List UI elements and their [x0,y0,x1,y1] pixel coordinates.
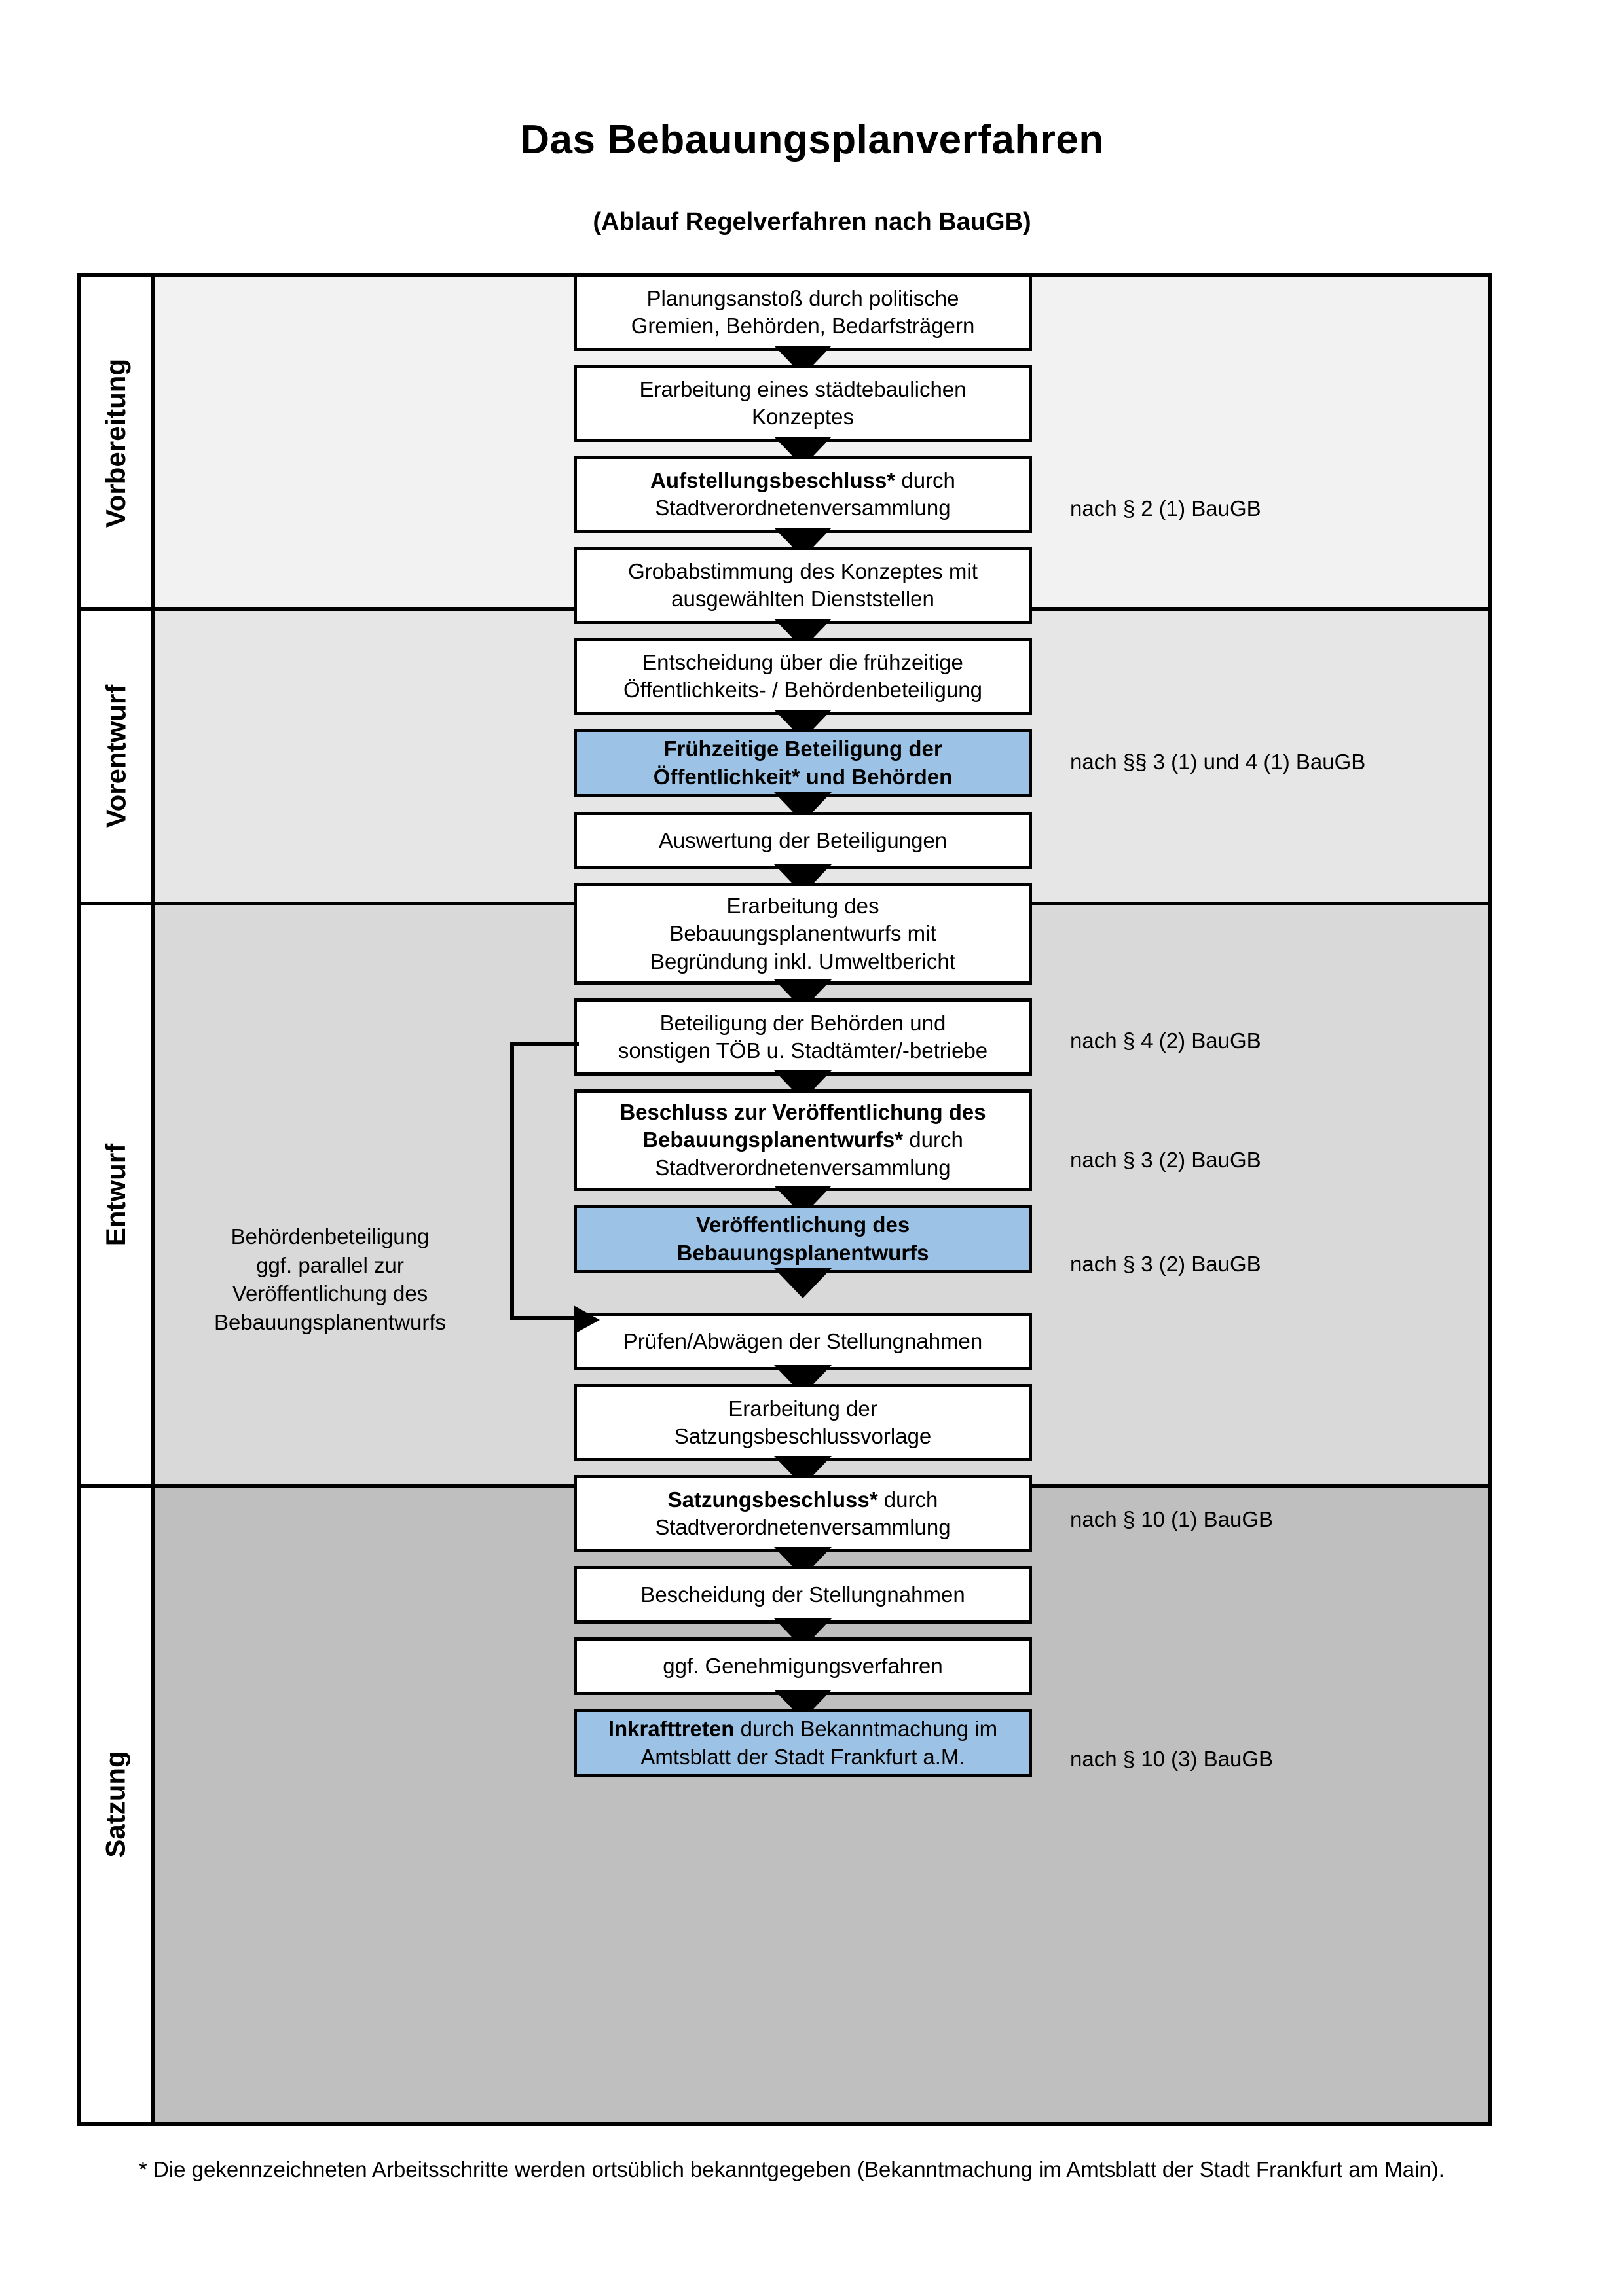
footnote-text: * Die gekennzeichneten Arbeitsschritte w… [139,2157,1445,2181]
process-step-7[interactable]: Auswertung der Beteiligungen [574,812,1032,869]
phase-label-text: Vorbereitung [100,358,132,528]
parallel-process-bracket [510,1042,579,1320]
process-step-label: ggf. Genehmigungsverfahren [663,1653,943,1678]
phase-label-satzung: Satzung [81,1486,155,2122]
process-step-label: Inkrafttreten durch Bekanntmachung im Am… [608,1717,998,1769]
process-step-label: Satzungsbeschluss* durch Stadtverordnete… [655,1487,951,1539]
phase-label-entwurf: Entwurf [81,903,155,1486]
process-step-15[interactable]: Bescheidung der Stellungnahmen [574,1566,1032,1624]
process-step-16[interactable]: ggf. Genehmigungsverfahren [574,1637,1032,1695]
process-step-14[interactable]: Satzungsbeschluss* durch Stadtverordnete… [574,1475,1032,1552]
process-step-label: Prüfen/Abwägen der Stellungnahmen [623,1328,983,1353]
process-step-label: Bescheidung der Stellungnahmen [640,1582,965,1607]
process-step-12[interactable]: Prüfen/Abwägen der Stellungnahmen [574,1313,1032,1370]
legal-reference-ref-2-1: nach § 2 (1) BauGB [1070,496,1261,520]
process-step-17[interactable]: Inkrafttreten durch Bekanntmachung im Am… [574,1709,1032,1777]
legal-reference-ref-10-3: nach § 10 (3) BauGB [1070,1747,1274,1771]
legal-reference-ref-10-1: nach § 10 (1) BauGB [1070,1507,1274,1531]
process-step-label: Aufstellungsbeschluss* durch Stadtverord… [650,467,955,520]
process-step-label: Beschluss zur Veröffentlichung des Bebau… [619,1100,986,1180]
flow-arrow-11 [774,1268,832,1298]
phase-label-text: Vorentwurf [100,684,131,828]
phase-label-text: Entwurf [100,1143,131,1247]
legal-reference-ref-4-2: nach § 4 (2) BauGB [1070,1029,1261,1053]
process-step-3[interactable]: Aufstellungsbeschluss* durch Stadtverord… [574,456,1032,533]
process-step-10[interactable]: Beschluss zur Veröffentlichung des Bebau… [574,1089,1032,1191]
bracket-arrowhead-icon [574,1305,600,1334]
legal-reference-ref-3-1-4-1: nach §§ 3 (1) und 4 (1) BauGB [1070,750,1366,774]
phase-label-vorbereitung: Vorbereitung [81,277,155,609]
process-step-label: Auswertung der Beteiligungen [658,828,948,852]
phase-label-text: Satzung [100,1750,132,1858]
page-title: Das Bebauungsplanverfahren [520,117,1104,162]
phase-label-vorentwurf: Vorentwurf [81,609,155,903]
legal-reference-ref-3-2-a: nach § 3 (2) BauGB [1070,1148,1261,1172]
legal-reference-ref-3-2-b: nach § 3 (2) BauGB [1070,1252,1261,1276]
page-subtitle: (Ablauf Regelverfahren nach BauGB) [593,208,1031,236]
